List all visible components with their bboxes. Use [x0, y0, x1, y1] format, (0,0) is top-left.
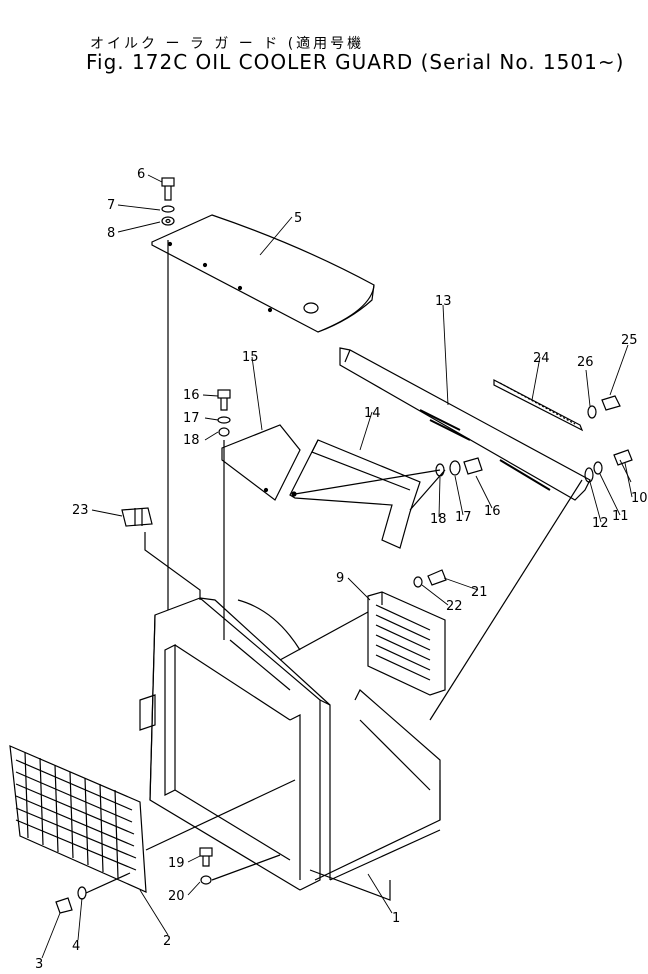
callout-18b: 18: [430, 512, 447, 527]
callout-7: 7: [107, 198, 115, 213]
part-clip-23: [121, 507, 201, 600]
callout-1: 1: [392, 911, 400, 926]
part-bolt-21: [413, 569, 447, 588]
callout-18a: 18: [183, 433, 200, 448]
callout-25: 25: [621, 333, 638, 348]
callout-14: 14: [364, 406, 381, 421]
callout-16a: 16: [183, 388, 200, 403]
callout-22: 22: [446, 599, 463, 614]
diagram-title-japanese: オイルク ー ラ ガ ー ド (適用号機: [90, 36, 365, 52]
callout-5: 5: [294, 211, 302, 226]
callout-13: 13: [435, 294, 452, 309]
part-main-frame: [139, 597, 441, 901]
leader-lines: [41, 174, 633, 959]
callout-24: 24: [533, 351, 550, 366]
callout-labels: 6 7 8 5 13 24 26 25 15 14 16 17 18 10 11…: [35, 167, 648, 972]
part-side-rail: [339, 347, 591, 501]
callout-21: 21: [471, 585, 488, 600]
part-radiator-grille: [9, 745, 147, 893]
callout-2: 2: [163, 934, 171, 949]
part-bolt-16a: [217, 389, 231, 437]
part-strip-24: [493, 379, 584, 432]
callout-11: 11: [612, 509, 629, 524]
part-top-cover: [151, 214, 375, 333]
part-bolt-25: [587, 395, 621, 419]
callout-19: 19: [168, 856, 185, 871]
part-bolt-6: [161, 177, 175, 226]
part-grille-9: [367, 591, 446, 696]
callout-10: 10: [631, 491, 648, 506]
part-bolt-10: [584, 449, 633, 483]
callout-16b: 16: [484, 504, 501, 519]
part-plate-15: [221, 424, 301, 501]
callout-23: 23: [72, 503, 89, 518]
callout-4: 4: [72, 939, 80, 954]
diagram-title: Fig. 172C OIL COOLER GUARD (Serial No. 1…: [86, 50, 625, 74]
callout-3: 3: [35, 957, 43, 970]
callout-8: 8: [107, 226, 115, 241]
part-bolt-19: [199, 847, 213, 885]
callout-15: 15: [242, 350, 259, 365]
callout-6: 6: [137, 167, 145, 182]
callout-26: 26: [577, 355, 594, 370]
callout-20: 20: [168, 889, 185, 904]
part-bracket-14: [289, 439, 421, 549]
callout-17b: 17: [455, 510, 472, 525]
callout-9: 9: [336, 571, 344, 586]
callout-17a: 17: [183, 411, 200, 426]
callout-12: 12: [592, 516, 609, 531]
